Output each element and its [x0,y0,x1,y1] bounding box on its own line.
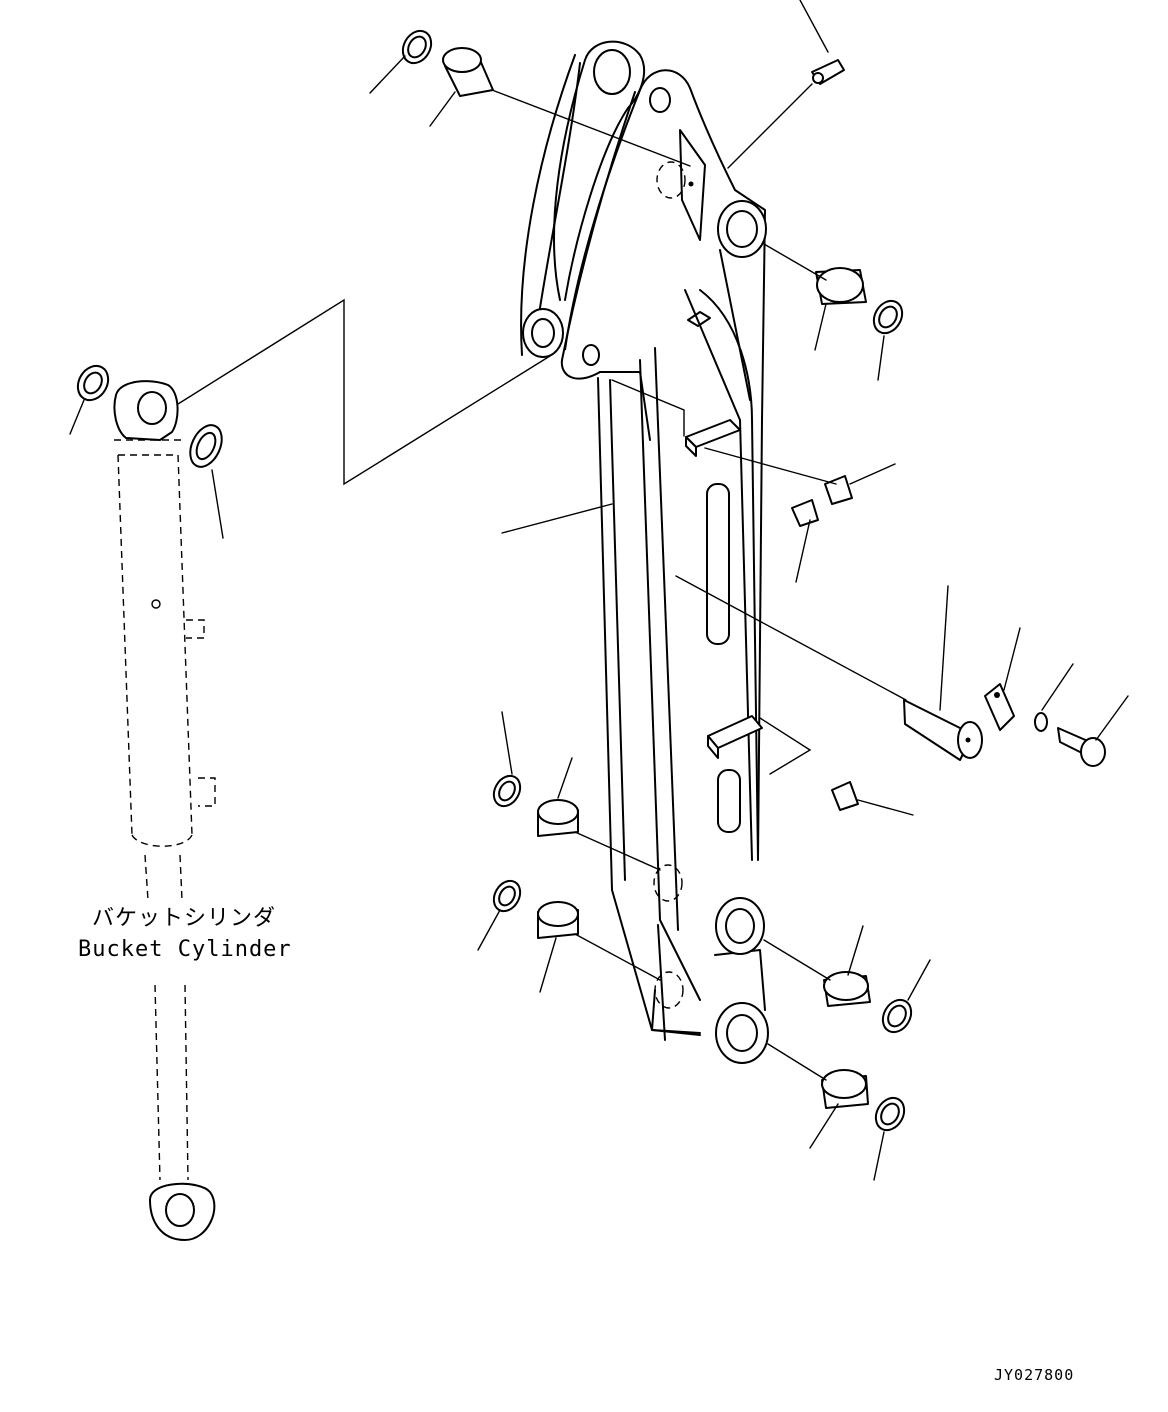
bucket-cylinder-label-jp: バケットシリンダ [92,906,277,931]
plugs [791,475,859,811]
drawing-code: JY027800 [994,1366,1075,1384]
leader-lines [69,0,1129,1181]
pin-assembly [903,683,1106,767]
grease-fitting [811,59,845,85]
bucket-cylinder-label-en: Bucket Cylinder [78,937,292,962]
bushings [442,47,871,1109]
arm-body [520,40,769,1064]
bucket-cylinder [113,380,216,1241]
arm-blocks [685,419,763,759]
shim-rings [76,29,913,1132]
